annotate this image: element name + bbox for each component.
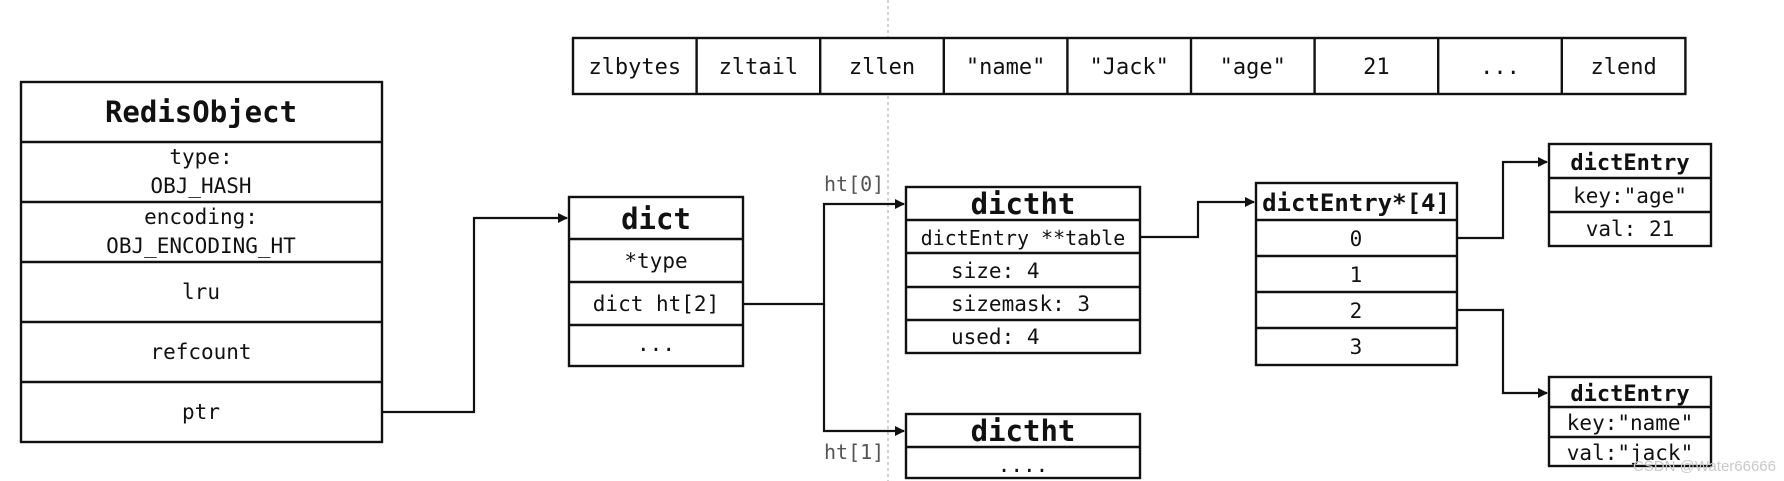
dict-struct: dict *type dict ht[2] ... [567, 195, 745, 368]
ziplist-cell: "Jack" [1089, 55, 1168, 80]
slot0-to-age-arrow [1457, 157, 1548, 240]
dict-entry-table-title: dictEntry*[4] [1262, 189, 1450, 217]
dict-entry-age: dictEntry key:"age" val: 21 [1547, 142, 1713, 248]
table-pointer-arrow [1140, 197, 1255, 239]
dict-entry-age-key: key:"age" [1573, 184, 1687, 208]
dict-ht-field: dict ht[2] [593, 292, 719, 316]
dictht-0-title: dictht [971, 187, 1076, 221]
redis-object: RedisObject type: OBJ_HASH encoding: OBJ… [19, 80, 384, 444]
ziplist-cell: "name" [966, 55, 1045, 80]
dictht-0-frame [904, 185, 1142, 355]
ziplist-cell: zllen [849, 55, 915, 80]
table-slot-1: 1 [1350, 263, 1363, 287]
dict-entry-name: dictEntry key:"name" val:"jack" [1547, 375, 1713, 468]
dictht-1-title: dictht [971, 414, 1076, 448]
ziplist-cell: zltail [719, 55, 798, 80]
table-slot-3: 3 [1350, 335, 1363, 359]
dictht-0: dictht dictEntry **table size: 4 sizemas… [904, 185, 1142, 355]
ziplist-frame [571, 36, 1687, 96]
ht1-label: ht[1] [824, 440, 884, 464]
ptr-to-dict-arrow [382, 213, 568, 414]
dictht-1: dictht .... [904, 412, 1142, 480]
redis-object-lru: lru [182, 280, 220, 304]
ziplist: zlbytes zltail zllen "name" "Jack" "age" 21...… [571, 36, 1687, 96]
dict-entry-age-frame [1547, 142, 1713, 248]
dictht-0-size-field: size: 4 [951, 259, 1040, 283]
dict-entry-age-val: val: 21 [1586, 217, 1675, 241]
ht0-label: ht[0] [824, 172, 884, 196]
ziplist-cell: zlbytes [588, 55, 681, 80]
dictht-1-more-field: .... [998, 453, 1049, 477]
redis-object-encoding-value: OBJ_ENCODING_HT [106, 234, 296, 258]
redis-object-type-label: type: [169, 145, 232, 169]
ziplist-cell: zlend [1590, 55, 1656, 80]
slot2-to-name-arrow [1457, 308, 1548, 398]
dictht-0-sizemask-field: sizemask: 3 [951, 292, 1090, 316]
table-slot-2: 2 [1350, 299, 1363, 323]
dict-entry-table-frame [1254, 181, 1459, 367]
redis-object-encoding-label: encoding: [144, 205, 258, 229]
dict-entry-table: dictEntry*[4] 0 1 2 3 [1254, 181, 1459, 367]
dict-entry-age-title: dictEntry [1570, 151, 1689, 176]
dict-entry-name-title: dictEntry [1570, 382, 1689, 407]
redis-object-type-value: OBJ_HASH [150, 174, 251, 198]
dict-type-field: *type [624, 249, 687, 273]
ziplist-cell: "age" [1220, 55, 1286, 80]
watermark: CSDN @Water66666 [1633, 458, 1776, 475]
dictht-0-used-field: used: 4 [951, 325, 1040, 349]
dict-more-field: ... [637, 332, 675, 356]
redis-object-refcount: refcount [150, 340, 251, 364]
ht0-arrow [743, 199, 905, 306]
redis-object-ptr: ptr [182, 400, 220, 424]
dict-entry-name-frame [1547, 375, 1713, 468]
dictht-0-table-field: dictEntry **table [921, 226, 1126, 250]
dict-entry-name-key: key:"name" [1567, 411, 1693, 435]
dict-entry-name-val: val:"jack" [1567, 441, 1693, 465]
ht1-arrow [822, 304, 905, 436]
ziplist-cell: ... [1480, 55, 1520, 80]
table-slot-0: 0 [1350, 227, 1363, 251]
redis-object-title: RedisObject [105, 95, 297, 129]
ziplist-cell: 21 [1363, 55, 1390, 80]
dict-title: dict [621, 202, 691, 236]
